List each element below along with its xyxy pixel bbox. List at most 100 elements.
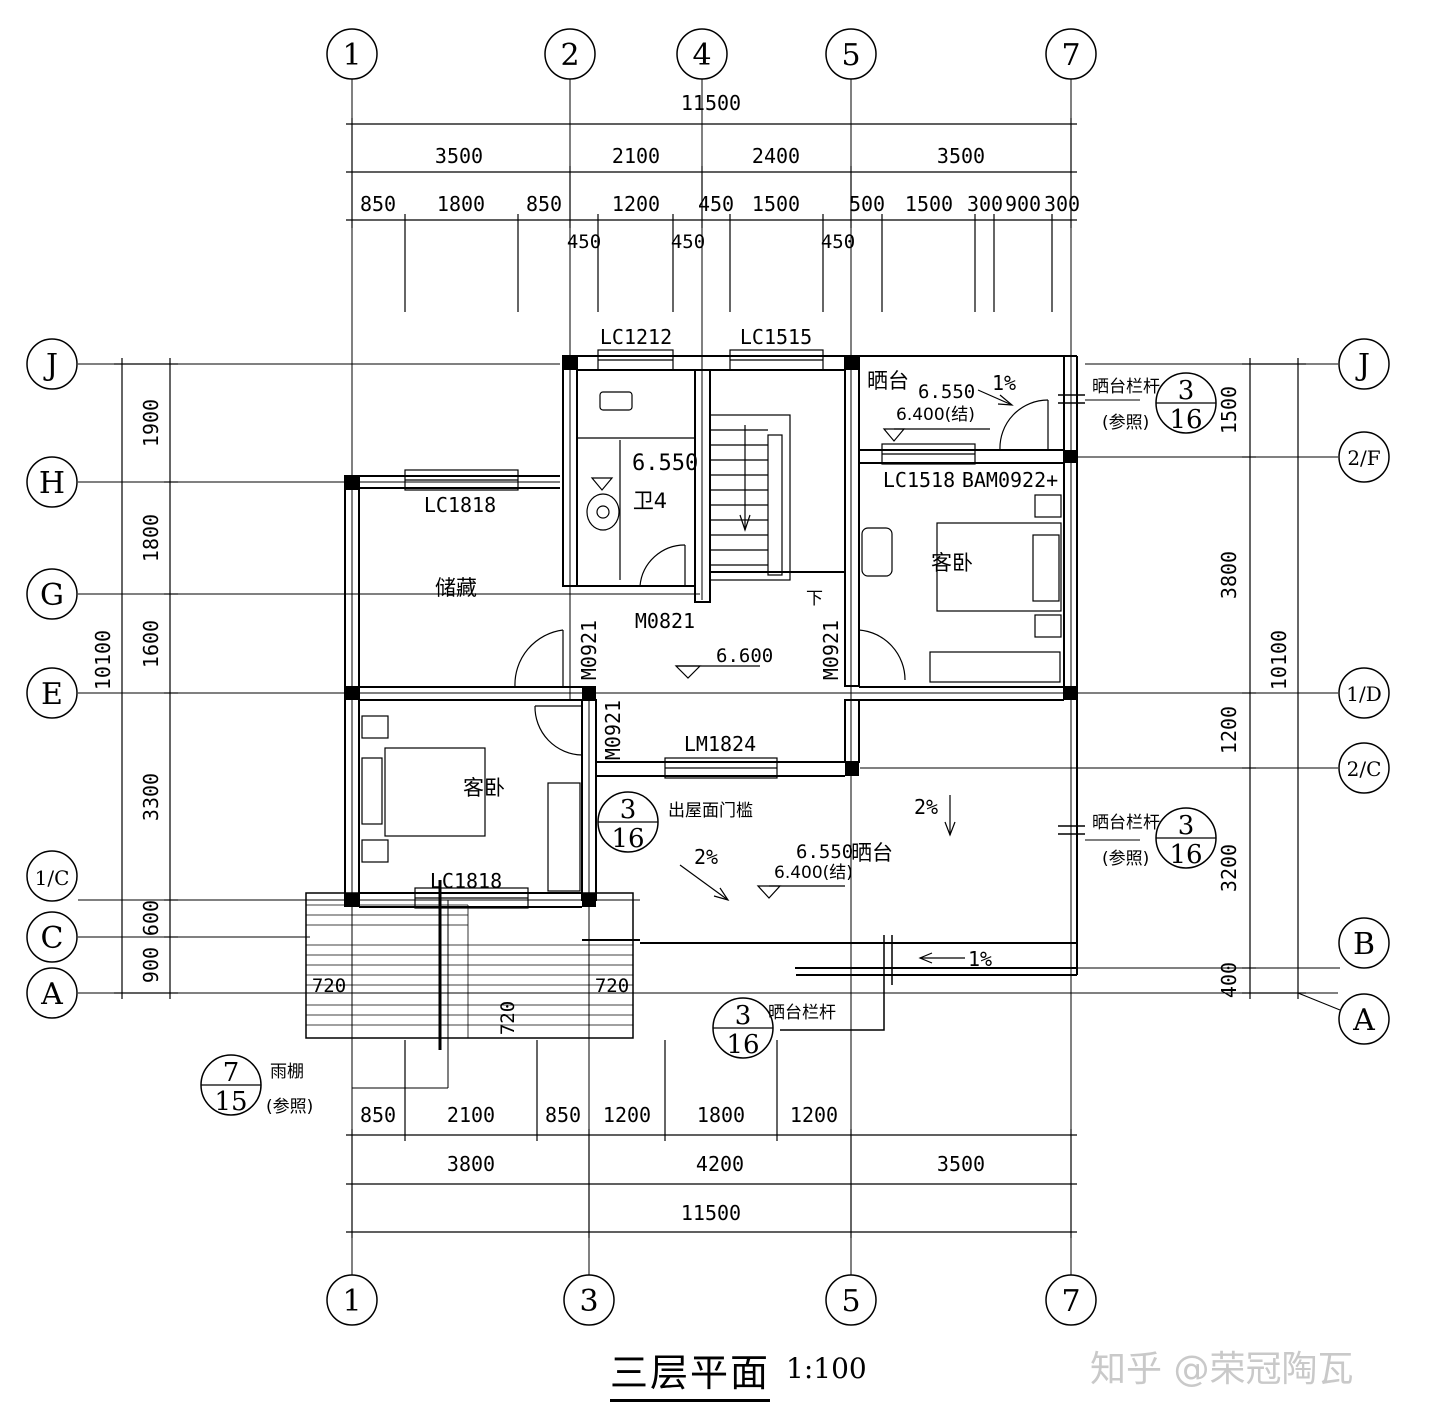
dim-top-overall: 11500 (681, 91, 741, 115)
dim-top-3-6: 500 (849, 192, 885, 216)
room-guest-right: 客卧 (931, 551, 973, 575)
detail-1-top: 3 (1178, 376, 1195, 406)
dim-top-3-4: 450 (698, 192, 734, 216)
dim-top-3b-1: 450 (671, 231, 705, 253)
dim-top-2-2: 2400 (752, 144, 800, 168)
detail-2-bottom: 16 (1169, 840, 1202, 870)
watermark: 知乎 @荣冠陶瓦 (1090, 1349, 1354, 1390)
label-bam0922: BAM0922+ (962, 468, 1058, 492)
dim-left-2: 1600 (139, 620, 163, 668)
label-m0921-b: M0921 (819, 620, 843, 680)
dim-top-3-2: 850 (526, 192, 562, 216)
drawing-title: 三层平面 (610, 1342, 771, 1402)
axis-right-a: A (1352, 1003, 1375, 1038)
dim-bot-2-0: 3800 (447, 1152, 495, 1176)
detail-5-bottom: 15 (214, 1087, 247, 1117)
slope-2: 2% (914, 795, 938, 819)
bottom-dimension-lines (346, 1040, 1077, 1238)
dim-top-3b-2: 450 (821, 231, 855, 253)
axis-left-e: E (41, 677, 63, 712)
dim-bot-2-1: 4200 (696, 1152, 744, 1176)
label-lc1515: LC1515 (740, 325, 812, 349)
axis-top-4: 4 (692, 38, 711, 73)
dim-left-1: 1800 (139, 514, 163, 562)
room-storage: 储藏 (435, 576, 477, 600)
dim-top-3-0: 850 (360, 192, 396, 216)
dim-top-3-10: 300 (1044, 192, 1080, 216)
level-marks (590, 428, 990, 899)
dim-top-3b-0: 450 (567, 231, 601, 253)
dim-right-1: 3800 (1217, 551, 1241, 599)
axis-left-j: J (43, 348, 58, 383)
dim-top-3-3: 1200 (612, 192, 660, 216)
dim-bot-1-0: 850 (360, 1103, 396, 1127)
label-m0821: M0821 (635, 609, 695, 633)
note-rail-mid: 晒台栏杆 (1092, 813, 1160, 833)
axis-top-5: 5 (841, 38, 860, 73)
horizontal-axis-lines (78, 363, 1338, 994)
dim-left-0: 1900 (139, 399, 163, 447)
detail-4-top: 3 (735, 1001, 752, 1031)
axis-right-2f: 2/F (1347, 446, 1380, 470)
room-guest-left: 客卧 (463, 776, 505, 800)
dim-bot-1-1: 2100 (447, 1103, 495, 1127)
dim-bot-1-3: 1200 (603, 1103, 651, 1127)
detail-4-bottom: 16 (726, 1030, 759, 1060)
slope-3: 2% (694, 845, 718, 869)
dim-bot-1-4: 1800 (697, 1103, 745, 1127)
dim-right-overall: 10100 (1267, 630, 1291, 690)
beds (361, 494, 1062, 892)
note-door-sill: 出屋面门槛 (668, 801, 753, 821)
axis-left-a: A (40, 977, 63, 1012)
dim-top-3-5: 1500 (752, 192, 800, 216)
axis-left-h: H (39, 466, 65, 501)
label-m0921-c: M0921 (601, 700, 625, 760)
detail-5-top: 7 (223, 1058, 240, 1088)
detail-3-bottom: 16 (611, 824, 644, 854)
axis-left-c: C (41, 921, 64, 956)
axis-bottom-7: 7 (1061, 1284, 1080, 1319)
axis-bubbles (26, 28, 1390, 1326)
axis-left-g: G (40, 578, 64, 613)
stair (709, 414, 791, 581)
axis-bottom-5: 5 (841, 1284, 860, 1319)
axis-right-b: B (1353, 927, 1375, 962)
level-6550-terrace: 6.550 (796, 841, 853, 863)
dim-bot-1-5: 1200 (790, 1103, 838, 1127)
slope-4: 1% (968, 947, 992, 971)
axis-right-2c: 2/C (1347, 757, 1382, 781)
axis-right-1d: 1/D (1346, 682, 1382, 706)
label-lc1818-top: LC1818 (424, 493, 496, 517)
detail-1-bottom: 16 (1169, 405, 1202, 435)
level-6400-top: 6.400(结) (896, 405, 975, 425)
note-rail-top: 晒台栏杆 (1092, 377, 1160, 397)
level-6550-top: 6.550 (918, 381, 975, 403)
axis-bottom-3: 3 (579, 1284, 598, 1319)
canopy (305, 880, 634, 1050)
dim-top-3-9: 900 (1005, 192, 1041, 216)
label-lc1518: LC1518 (883, 468, 955, 492)
side-dimension-lines (114, 358, 1306, 999)
note-canopy-ref: (参照) (266, 1097, 313, 1117)
detail-3-top: 3 (620, 795, 637, 825)
note-ref-top: (参照) (1102, 413, 1149, 433)
room-bath: 卫4 (633, 489, 667, 513)
note-rail-bottom: 晒台栏杆 (768, 1003, 836, 1023)
dim-misc-0: 720 (312, 975, 346, 997)
level-6400-terrace: 6.400(结) (774, 863, 853, 883)
dim-left-4: 600 (139, 900, 163, 936)
axis-left-1c: 1/C (35, 866, 70, 890)
leaders (352, 399, 1341, 1089)
dim-misc-2: 720 (497, 1001, 519, 1035)
axis-top-7: 7 (1061, 38, 1080, 73)
dim-top-3-8: 300 (967, 192, 1003, 216)
room-terrace-top: 晒台 (867, 369, 909, 393)
floor-plan-drawing: 1 2 4 5 7 1 3 5 7 J H G E 1/C C A J 2/F … (26, 28, 1390, 1326)
dim-top-2-0: 3500 (435, 144, 483, 168)
axis-top-2: 2 (560, 38, 579, 73)
dim-left-3: 3300 (139, 773, 163, 821)
label-lc1212: LC1212 (600, 325, 672, 349)
drawing-scale: 1:100 (786, 1352, 867, 1385)
dim-right-3: 3200 (1217, 844, 1241, 892)
dim-top-2-3: 3500 (937, 144, 985, 168)
